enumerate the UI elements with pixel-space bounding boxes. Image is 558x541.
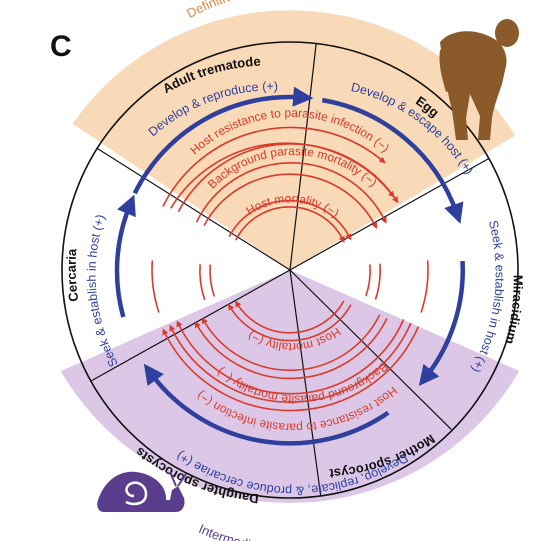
inner-ring-right-outer [420,260,429,313]
host-resistance-arrow-bottom [162,326,420,412]
host-resistance-arrow-bottom-3 [176,319,405,395]
red-arrows-top [162,126,399,243]
arrow-mother-to-daughter [143,363,390,446]
blue-cycle-arrows [114,86,465,446]
host-mortality-arrow-bottom-2 [235,300,345,334]
host-mortality-arrow-top [228,199,352,241]
inner-ring-right-2 [365,264,371,297]
panel-letter: C [50,30,72,63]
background-mortality-arrow-top [195,161,387,224]
arrow-egg-to-miracidium [321,97,464,224]
background-mortality-arrow-bottom-2 [201,314,381,372]
arrow-miracidium-to-mother [418,260,465,387]
host-resistance-arrow-top-3 [177,143,399,213]
arrow-adult-to-egg [132,86,314,195]
intermediate-host-band [60,270,520,503]
definitive-host-band [72,10,516,271]
host-resistance-arrow-bottom-2 [169,322,412,403]
inner-ring-left [199,264,206,301]
host-resistance-arrow-top [162,126,386,207]
sector-dividers [91,43,489,496]
inner-ring-right [374,263,381,300]
human-silhouette-icon [439,19,519,140]
arrow-daughter-to-cercaria [114,194,136,318]
inner-ring-left-2 [209,264,216,297]
cycle-disc [61,41,519,499]
stage-cercaria-label: Cercaria [64,248,82,303]
host-mortality-arrow-bottom [228,303,352,342]
inner-ring-left-outer [151,260,160,313]
red-arrows-bottom [162,300,420,412]
background-mortality-arrow-bottom [194,318,388,380]
red-inner-rings [151,260,429,313]
host-mortality-arrow-top-2 [235,206,345,243]
snail-icon [97,471,187,512]
background-mortality-arrow-top-2 [203,173,377,229]
intermediate-host-label: Intermediate host (snail) [196,521,334,541]
seek-establish-left-label: Seek & establish in host (+) [85,213,121,369]
